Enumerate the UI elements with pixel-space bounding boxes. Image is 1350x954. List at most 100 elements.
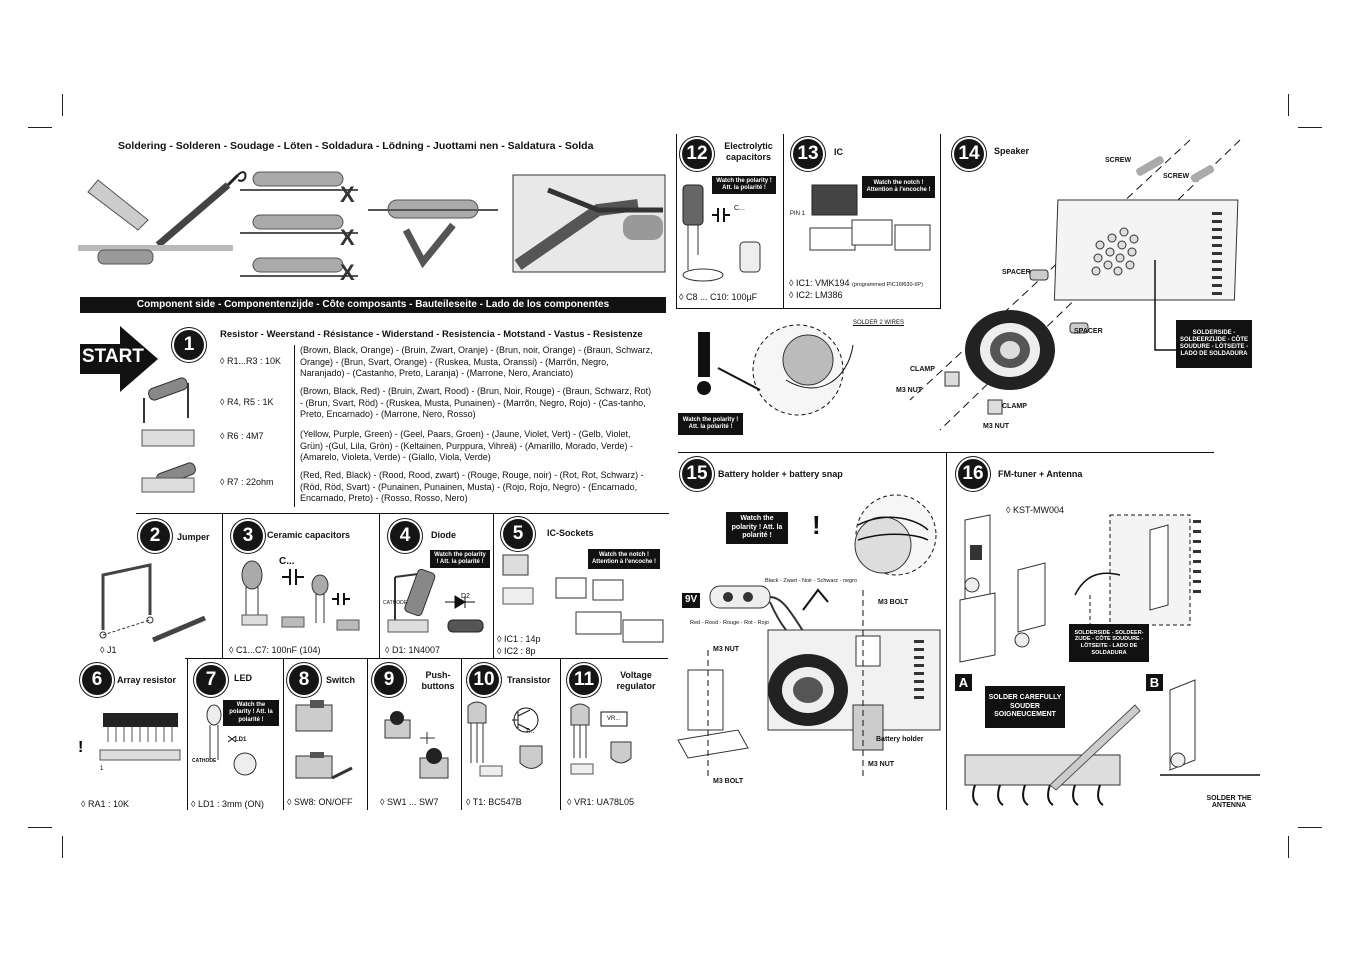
step-3-ref: ◊ C1...C7: 100nF (104): [229, 645, 321, 655]
start-label: START: [82, 346, 144, 367]
step-7-warning: Watch the polarity ! Att. la polarité !: [223, 700, 279, 726]
svg-text:X: X: [340, 225, 355, 250]
step-2-number: 2: [140, 521, 170, 551]
ceramic-capacitor-illustration: [241, 560, 360, 631]
step-14-solderside: SOLDERSIDE - SOLDEERZIJDE - CÔTE SOUDURE…: [1176, 320, 1252, 368]
push-button-illustration: [384, 711, 449, 779]
step-16-solderside: SOLDERSIDE - SOLDEER-ZIJDE - CÔTE SOUDUR…: [1069, 624, 1149, 662]
step-15-warning: Watch the polarity ! Att. la polarité !: [726, 512, 788, 544]
step-14-screw-1: SCREW: [1105, 157, 1132, 164]
step-8-title: Switch: [326, 675, 356, 685]
crop-mark: [1298, 127, 1322, 128]
step-12-title: Electrolytic capacitors: [724, 141, 773, 163]
step-14-spacer-2: SPACER: [1074, 328, 1103, 335]
divider: [946, 452, 947, 810]
step-15-red: Red - Rood - Rouge - Rot - Rojo: [690, 620, 769, 626]
divider: [783, 134, 784, 309]
step-15-exclamation-icon: !: [812, 510, 821, 540]
step-15-m3nut-1: M3 NUT: [713, 646, 740, 653]
ic-socket-illustration: [502, 554, 664, 643]
r1-desc: (Brown, Black, Orange) - (Bruin, Zwart, …: [300, 345, 653, 379]
svg-text:!: !: [78, 739, 83, 756]
svg-text:X: X: [340, 260, 355, 285]
step-14-spacer-1: SPACER: [1002, 269, 1031, 276]
speaker-wire-illustration: [697, 324, 854, 416]
soldering-illustration: X X X: [78, 171, 666, 285]
step-9-number: 9: [374, 665, 404, 695]
step-12-number: 12: [682, 139, 712, 169]
start-arrow: [80, 326, 158, 392]
step-14-warning: Watch the polarity ! Att. la polarité !: [678, 413, 743, 435]
r4-desc: (Brown, Black, Red) - (Bruin, Zwart, Roo…: [300, 386, 652, 420]
step-14-screw-2: SCREW: [1163, 173, 1190, 180]
transistor-illustration: [467, 701, 543, 777]
step-1-divider: [294, 345, 295, 507]
step-13-title: IC: [834, 147, 843, 157]
step-14-m3nut-2: M3 NUT: [983, 423, 1010, 430]
step-14-number: 14: [954, 139, 984, 169]
speaker-assembly-illustration: [909, 139, 1241, 431]
step-14-title: Speaker: [994, 146, 1030, 156]
step-4-ref: ◊ D1: 1N4007: [385, 645, 440, 655]
step-9-ref: ◊ SW1 ... SW7: [380, 797, 439, 807]
soldering-title: Soldering - Solderen - Soudage - Löten -…: [118, 140, 594, 152]
crop-mark: [28, 827, 52, 828]
r4-ref: ◊ R4, R5 : 1K: [220, 397, 274, 407]
led-illustration: [206, 704, 257, 776]
step-15-9v: 9V: [682, 593, 701, 608]
step-4-title: Diode: [431, 530, 457, 540]
step-15-title: Battery holder + battery snap: [718, 469, 843, 479]
step-16-number: 16: [958, 459, 988, 489]
divider: [461, 658, 462, 810]
row-2-top-line: [136, 513, 669, 514]
step-10-t: T...: [525, 728, 535, 735]
divider: [940, 134, 941, 309]
step-10-title: Transistor: [507, 675, 551, 685]
step-13-number: 13: [793, 139, 823, 169]
diode-illustration: [387, 568, 484, 633]
step-6-title: Array resistor: [117, 675, 177, 685]
divider: [676, 308, 940, 309]
row-3-top-line: [185, 658, 668, 659]
step-9-title: Push-buttons: [421, 670, 455, 692]
svg-text:X: X: [340, 182, 355, 207]
component-side-bar: Component side - Componentenzijde - Côte…: [80, 297, 666, 313]
step-7-ld: LD1: [235, 737, 247, 743]
step-15-m3bolt-1: M3 BOLT: [878, 599, 909, 606]
step-11-number: 11: [569, 665, 599, 695]
crop-mark: [1288, 94, 1289, 116]
step-11-ref: ◊ VR1: UA78L05: [567, 797, 634, 807]
step-15-number: 15: [682, 459, 712, 489]
jumper-illustration: [99, 563, 206, 643]
divider: [367, 658, 368, 810]
r7-desc: (Red, Red, Black) - (Rood, Rood, zwart) …: [300, 470, 644, 504]
battery-assembly-illustration: [677, 494, 941, 780]
r7-ref: ◊ R7 : 22ohm: [220, 477, 274, 487]
step-16-solder-2: SOUDER SOIGNEUCEMENT: [994, 702, 1056, 719]
step-3-number: 3: [233, 521, 263, 551]
divider: [187, 658, 188, 810]
step-15-m3nut-2: M3 NUT: [868, 761, 895, 768]
step-16-a-label: A: [955, 674, 972, 691]
r1-ref: ◊ R1...R3 : 10K: [220, 356, 281, 366]
step-6-ref: ◊ RA1 : 10K: [81, 799, 129, 809]
step-5-title: IC-Sockets: [547, 528, 594, 538]
step-7-cathode: CATHODE: [192, 758, 217, 764]
step-15-m3bolt-2: M3 BOLT: [713, 778, 744, 785]
step-8-ref: ◊ SW8: ON/OFF: [287, 797, 353, 807]
step-13-ref2: ◊ IC2: LM386: [789, 290, 843, 300]
step-2-title: Jumper: [177, 532, 210, 542]
step-5-number: 5: [503, 519, 533, 549]
switch-illustration: [295, 700, 353, 780]
step-4-d2: D2: [461, 593, 470, 600]
step-11-vr: VR...: [607, 716, 621, 722]
crop-mark: [62, 836, 63, 858]
crop-mark: [28, 127, 52, 128]
step-15-black: Black - Zwart - Noir - Schwarz - negro: [765, 578, 857, 584]
voltage-regulator-illustration: [570, 703, 632, 775]
step-4-number: 4: [390, 521, 420, 551]
step-12-warning: Watch the polarity ! Att. la polarité !: [712, 176, 776, 194]
step-12-ref: ◊ C8 ... C10: 100µF: [679, 292, 758, 302]
divider: [379, 513, 380, 658]
step-14-clamp-1: CLAMP: [910, 366, 935, 373]
